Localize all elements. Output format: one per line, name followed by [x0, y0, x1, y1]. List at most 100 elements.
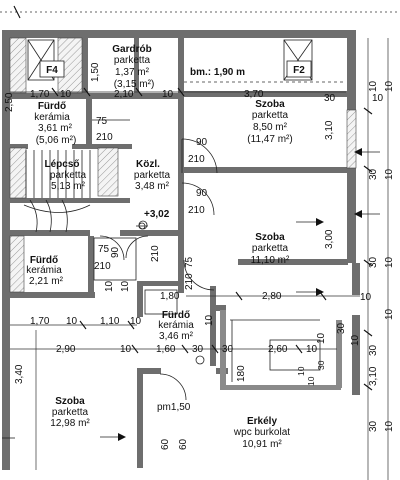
furdo-left-floor: kerámia	[26, 265, 62, 276]
dim-3-40: 3,40	[14, 364, 25, 384]
dim-10: 10	[60, 89, 72, 100]
walls	[2, 30, 360, 470]
dim-30: 30	[368, 420, 379, 432]
dim-10: 10	[306, 344, 318, 355]
dim-10: 10	[372, 93, 384, 104]
kozl-name: Közl.	[136, 159, 160, 170]
dim-30: 30	[368, 344, 379, 356]
dim-2-90: 2,90	[56, 344, 76, 355]
dim-3-10: 3,10	[324, 120, 335, 140]
furdo-top-floor: kerámia	[34, 112, 70, 123]
f4-label: F4	[46, 65, 58, 76]
room-furdo-left: Fürdő kerámia 2,21 m²	[26, 255, 63, 287]
dim-2-50: 2,50	[4, 92, 15, 112]
gardrob-area: 1,37 m²	[115, 67, 150, 78]
furdo-left-area: 2,21 m²	[29, 276, 64, 287]
lepcso-area: 5,13 m²	[51, 181, 86, 192]
dim-75: 75	[96, 116, 108, 127]
dim-60: 60	[160, 438, 171, 450]
szoba-bottom-floor: parketta	[52, 407, 89, 418]
erkely-area: 10,91 m²	[242, 439, 282, 450]
dim-30: 30	[324, 93, 336, 104]
dim-10: 10	[204, 314, 215, 326]
dim-1-70-mid: 1,70	[30, 316, 50, 327]
dim-10: 10	[350, 334, 361, 346]
erkely-name: Erkély	[247, 416, 277, 427]
dim-30: 30	[222, 344, 234, 355]
erkely-floor: wpc burkolat	[233, 427, 290, 438]
lepcso-name: Lépcső	[44, 159, 79, 170]
dim-10: 10	[120, 280, 131, 292]
furdo-bottom-name: Fürdő	[162, 310, 190, 321]
room-szoba-mid: Szoba parketta 11,10 m²	[251, 232, 290, 266]
dim-10: 10	[384, 80, 395, 92]
room-outlines	[2, 119, 321, 439]
dim-10: 10	[66, 316, 78, 327]
furdo-left-name: Fürdő	[30, 255, 58, 266]
szoba-top-area: 8,50 m²	[253, 122, 288, 133]
dim-210: 210	[188, 205, 205, 216]
szoba-mid-area: 11,10 m²	[251, 255, 290, 266]
dim-3-70: 3,70	[244, 89, 264, 100]
room-szoba-top: Szoba parketta 8,50 m² (11,47 m²)	[247, 99, 292, 145]
dim-90: 90	[110, 246, 121, 258]
dim-1-10: 1,10	[100, 316, 120, 327]
dimensions: 1,70 10 2,10 10 3,70 30 10 2,50 1,50 75 …	[4, 62, 395, 450]
dim-30: 30	[368, 256, 379, 268]
dim-3-10-right: 3,10	[368, 366, 379, 386]
room-furdo-top: Fürdő kerámia 3,61 m² (5,06 m²)	[34, 101, 76, 146]
f2-label: F2	[293, 65, 305, 76]
f2-box: F2	[283, 39, 313, 81]
szoba-top-name: Szoba	[255, 99, 285, 110]
dim-210: 210	[94, 261, 111, 272]
kozl-floor: parketta	[134, 170, 171, 181]
dim-30: 30	[316, 360, 326, 370]
dim-10: 10	[130, 316, 142, 327]
door-swings	[99, 138, 218, 401]
dim-10: 10	[306, 376, 316, 386]
dim-30: 30	[192, 344, 204, 355]
dim-1-60: 1,60	[156, 344, 176, 355]
dim-10: 10	[384, 256, 395, 268]
dim-90: 90	[196, 188, 208, 199]
bm-label: bm.: 1,90 m	[190, 67, 245, 78]
szoba-mid-floor: parketta	[252, 243, 289, 254]
dim-10: 10	[368, 80, 379, 92]
dim-60: 60	[178, 438, 189, 450]
entrance-arrows	[100, 218, 324, 441]
staircase	[23, 150, 91, 233]
kozl-area: 3,48 m²	[135, 181, 170, 192]
dim-180: 180	[236, 365, 247, 382]
szoba-top-floor: parketta	[252, 110, 289, 121]
dim-1-70-top: 1,70	[30, 89, 50, 100]
right-arrows	[354, 148, 380, 218]
top-left-dimension-stub	[0, 5, 400, 19]
dim-75: 75	[184, 256, 195, 268]
room-furdo-bottom: Fürdő kerámia 3,46 m²	[158, 310, 194, 342]
gardrob-area-alt: (3,15 m²)	[114, 79, 155, 90]
gardrob-name: Gardrób	[112, 44, 151, 55]
dim-210: 210	[184, 273, 195, 290]
dim-1-80: 1,80	[160, 291, 180, 302]
szoba-mid-name: Szoba	[255, 232, 285, 243]
dim-3-00: 3,00	[324, 229, 335, 249]
pm-label: pm1,50	[157, 402, 191, 413]
szoba-bottom-area: 12,98 m²	[50, 418, 90, 429]
chimney-blocks	[9, 37, 357, 293]
dim-2-60: 2,60	[268, 344, 288, 355]
dim-90: 90	[196, 137, 208, 148]
dim-2-10: 2,10	[114, 89, 134, 100]
dim-10: 10	[104, 280, 115, 292]
dim-10: 10	[360, 292, 372, 303]
furdo-bottom-area: 3,46 m²	[159, 331, 194, 342]
gardrob-floor: parketta	[114, 55, 151, 66]
level-label: +3,02	[144, 209, 170, 220]
dimension-lines	[10, 87, 373, 391]
dim-10: 10	[120, 344, 132, 355]
dim-210: 210	[188, 154, 205, 165]
szoba-top-area-alt: (11,47 m²)	[247, 134, 292, 145]
szoba-bottom-name: Szoba	[55, 396, 85, 407]
dim-75: 75	[98, 244, 110, 255]
dim-10: 10	[384, 420, 395, 432]
room-szoba-bottom: Szoba parketta 12,98 m²	[50, 396, 90, 429]
